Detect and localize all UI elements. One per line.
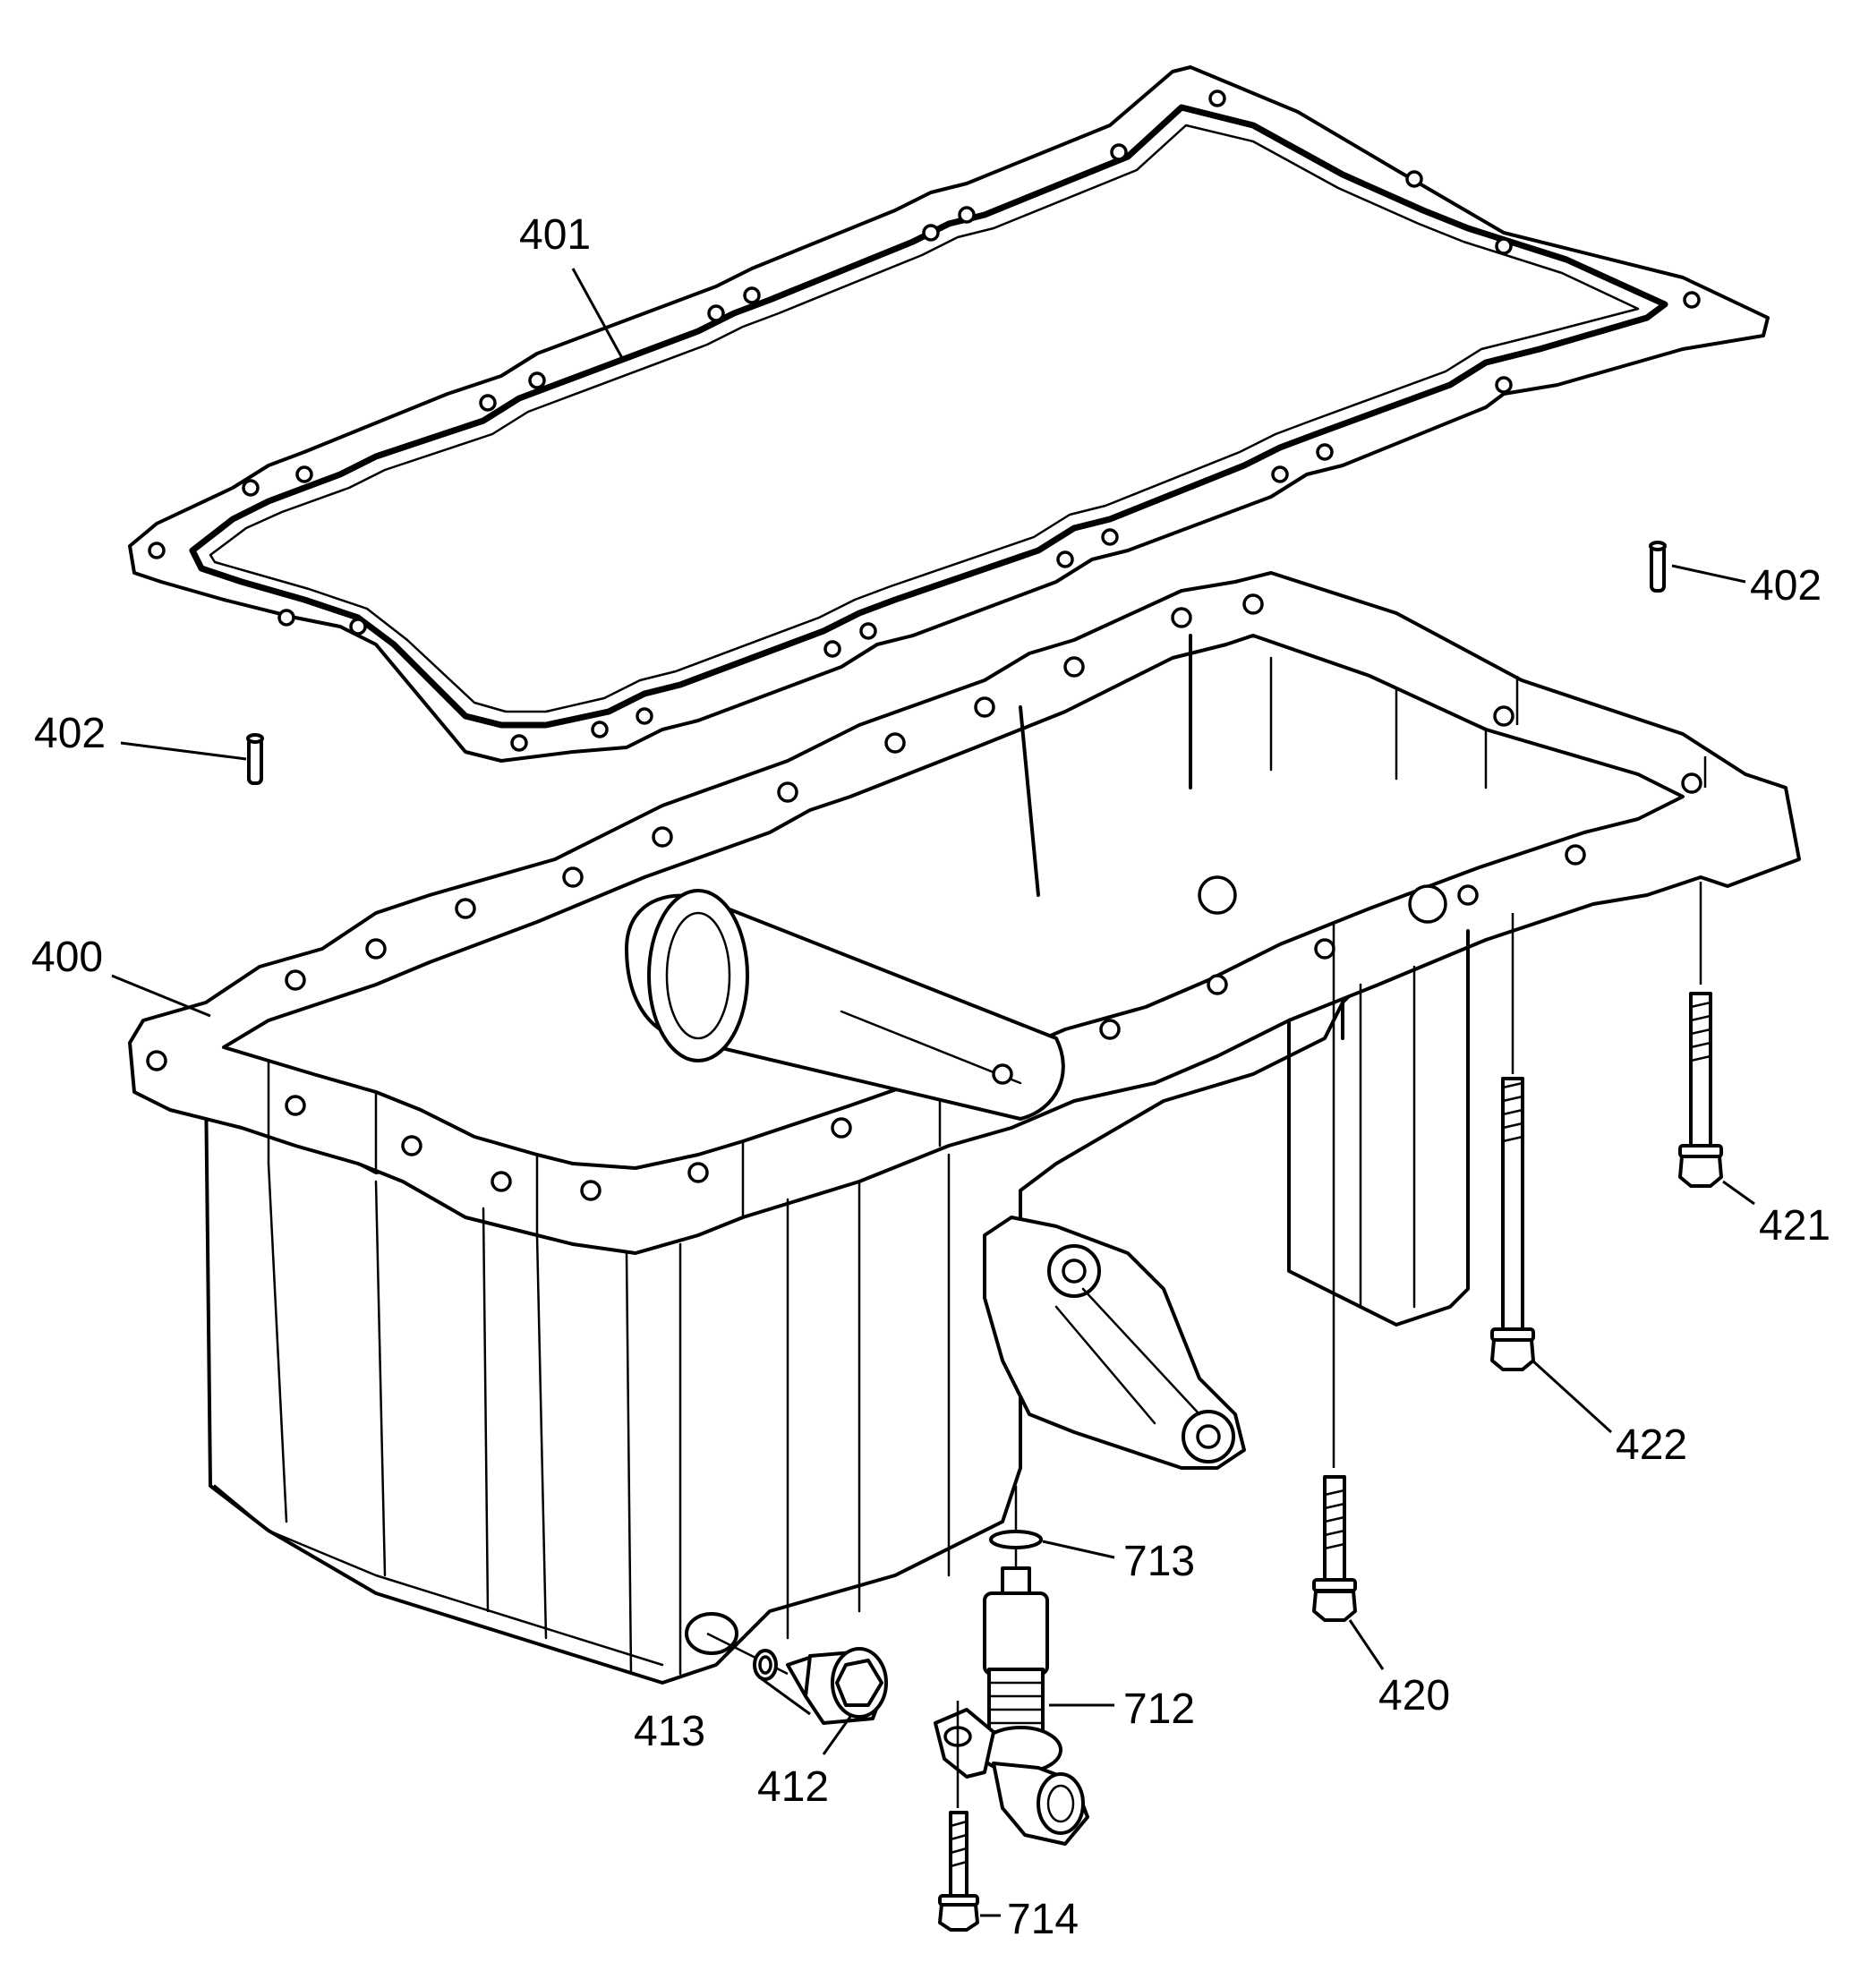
drain-washer-413 (753, 1649, 778, 1681)
callout-714: 714 (1007, 1896, 1079, 1943)
callout-422: 422 (1616, 1421, 1687, 1469)
pan-bolt-422 (1490, 913, 1535, 1371)
o-ring-713 (989, 1530, 1043, 1549)
callout-402-right: 402 (1750, 562, 1822, 610)
callout-421: 421 (1759, 1202, 1830, 1250)
callout-402-left: 402 (34, 710, 106, 757)
callout-413: 413 (634, 1708, 705, 1755)
pan-bolt-420 (1312, 922, 1357, 1622)
callout-400: 400 (31, 934, 103, 981)
drain-plug-412 (706, 1632, 888, 1725)
oil-level-sensor-712 (934, 1486, 1089, 1846)
oil-pan-gasket (128, 65, 1770, 763)
leader-lines (111, 268, 1755, 1917)
callout-713: 713 (1123, 1538, 1195, 1585)
callout-712: 712 (1123, 1685, 1195, 1733)
callout-412: 412 (757, 1763, 829, 1811)
callout-420: 420 (1378, 1672, 1450, 1719)
callout-401: 401 (519, 211, 591, 259)
pan-bolt-421 (1678, 882, 1723, 1188)
dowel-pin-left (246, 733, 264, 785)
oil-pan (128, 571, 1801, 1685)
sensor-bolt-714 (938, 1701, 979, 1932)
dowel-pin-right (1649, 541, 1667, 593)
